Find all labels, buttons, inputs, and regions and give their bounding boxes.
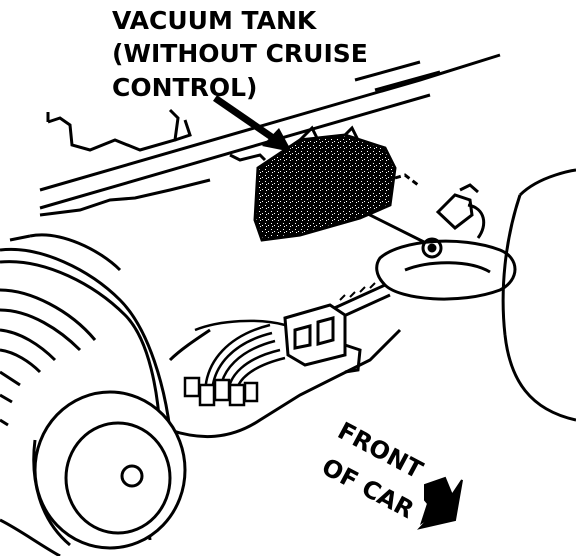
electrical-connector [283,303,362,374]
blower-motor [0,390,187,556]
cowl-panel [39,53,501,217]
front-direction-arrow-icon [417,476,463,530]
vacuum-hose [359,208,443,259]
vacuum-tank [253,125,397,242]
title-line-1: VACUUM TANK [112,6,318,35]
sensor-fitting [435,183,486,239]
vacuum-tank-label: VACUUM TANK (WITHOUT CRUISE CONTROL) [112,6,368,102]
front-of-car-indicator: FRONT OF CAR [317,417,463,530]
title-line-2: (WITHOUT CRUISE [112,39,368,68]
brake-booster [375,168,576,422]
pointer-arrow [213,95,292,152]
wire-connectors [183,376,259,407]
blower-housing [0,233,402,541]
title-line-3: CONTROL) [112,73,257,102]
